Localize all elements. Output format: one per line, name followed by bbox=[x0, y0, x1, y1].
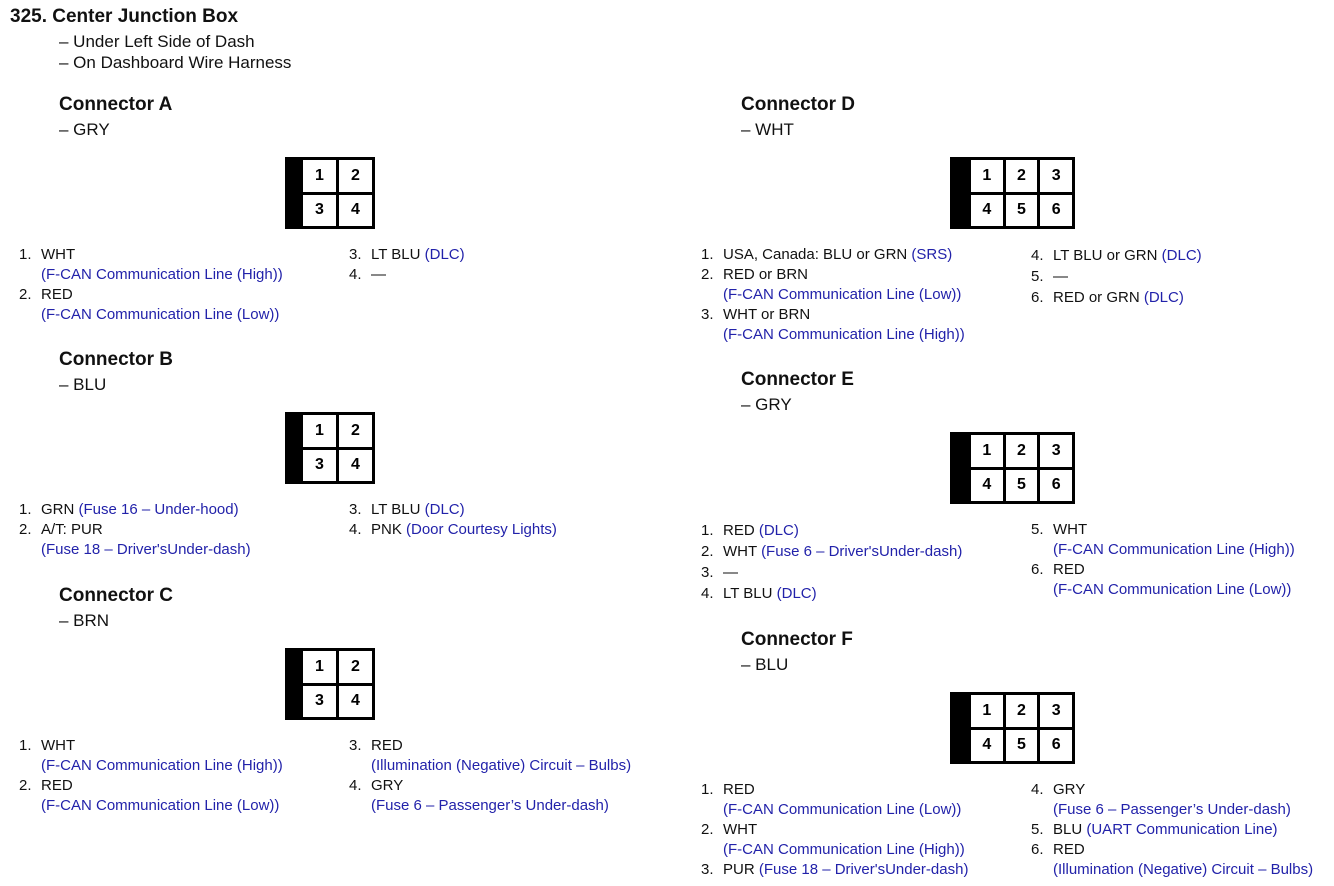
pin-4: 4 bbox=[339, 685, 372, 717]
connector-d-color: – WHT bbox=[741, 120, 794, 139]
pin-3: 3 bbox=[303, 685, 336, 717]
pin-4: 4 bbox=[971, 729, 1003, 761]
pin-entry: 4.LT BLU or GRN (DLC) bbox=[1031, 247, 1202, 264]
page-title: 325. Center Junction Box bbox=[10, 6, 239, 27]
pin-entry: 1.WHT(F-CAN Communication Line (High)) bbox=[19, 737, 283, 774]
pin-2: 2 bbox=[1005, 160, 1038, 192]
connector-c-title: Connector C bbox=[59, 585, 173, 606]
connector-f-pins: 1 2 3 4 5 6 bbox=[971, 695, 1072, 761]
pin-entry: 3.LT BLU (DLC) bbox=[349, 501, 465, 518]
connector-a-pins: 1 2 3 4 bbox=[303, 160, 372, 226]
connector-c-list-1: 1.WHT(F-CAN Communication Line (High)) 2… bbox=[19, 736, 283, 816]
pin-1: 1 bbox=[303, 415, 336, 447]
pin-entry: 3.WHT or BRN(F-CAN Communication Line (H… bbox=[701, 306, 965, 343]
connector-b-list-1: 1.GRN (Fuse 16 – Under-hood) 2.A/T: PUR(… bbox=[19, 500, 251, 560]
connector-e-pins: 1 2 3 4 5 6 bbox=[971, 435, 1072, 501]
pin-entry: 1.RED (DLC) bbox=[701, 522, 799, 539]
pin-entry: 6.RED(Illumination (Negative) Circuit – … bbox=[1031, 841, 1314, 878]
connector-b-list-2: 3.LT BLU (DLC) 4.PNK (Door Courtesy Ligh… bbox=[349, 500, 557, 540]
connector-f-list-2: 4.GRY(Fuse 6 – Passenger’s Under-dash) 5… bbox=[1031, 780, 1313, 880]
connector-b-diagram: 1 2 3 4 bbox=[285, 412, 375, 484]
pin-4: 4 bbox=[339, 449, 372, 481]
pin-1: 1 bbox=[971, 160, 1003, 192]
pin-2: 2 bbox=[339, 160, 372, 192]
connector-f-diagram: 1 2 3 4 5 6 bbox=[950, 692, 1075, 764]
connector-d-list-1: 1.USA, Canada: BLU or GRN (SRS) 2.RED or… bbox=[701, 245, 965, 345]
pin-entry: 4.GRY(Fuse 6 – Passenger’s Under-dash) bbox=[1031, 781, 1291, 818]
connector-f-list-1: 1.RED(F-CAN Communication Line (Low)) 2.… bbox=[701, 780, 968, 880]
pin-entry: 4.LT BLU (DLC) bbox=[701, 585, 817, 602]
pin-entry: 6.RED(F-CAN Communication Line (Low)) bbox=[1031, 561, 1292, 598]
connector-c-diagram: 1 2 3 4 bbox=[285, 648, 375, 720]
pin-2: 2 bbox=[1005, 435, 1038, 467]
connector-b-title: Connector B bbox=[59, 349, 173, 370]
pin-entry: 1.USA, Canada: BLU or GRN (SRS) bbox=[701, 246, 953, 263]
connector-e-diagram: 1 2 3 4 5 6 bbox=[950, 432, 1075, 504]
pin-entry: 2.RED(F-CAN Communication Line (Low)) bbox=[19, 777, 280, 814]
pin-5: 5 bbox=[1005, 729, 1038, 761]
pin-entry: 4.PNK (Door Courtesy Lights) bbox=[349, 521, 557, 538]
pin-3: 3 bbox=[1040, 695, 1072, 727]
pin-6: 6 bbox=[1040, 729, 1072, 761]
pin-entry: 4.GRY(Fuse 6 – Passenger’s Under-dash) bbox=[349, 777, 609, 814]
pin-1: 1 bbox=[971, 435, 1003, 467]
pin-entry: 2.RED(F-CAN Communication Line (Low)) bbox=[19, 286, 280, 323]
pin-4: 4 bbox=[339, 194, 372, 226]
connector-f-color: – BLU bbox=[741, 655, 789, 674]
pin-entry: 2.WHT(F-CAN Communication Line (High)) bbox=[701, 821, 965, 858]
pin-entry: 6.RED or GRN (DLC) bbox=[1031, 289, 1184, 306]
pin-5: 5 bbox=[1005, 194, 1038, 226]
pin-entry: 5.— bbox=[1031, 268, 1068, 285]
pin-entry: 3.RED(Illumination (Negative) Circuit – … bbox=[349, 737, 632, 774]
pin-entry: 5.BLU (UART Communication Line) bbox=[1031, 821, 1278, 838]
connector-a-list-1: 1.WHT(F-CAN Communication Line (High)) 2… bbox=[19, 245, 283, 325]
pin-entry: 2.A/T: PUR(Fuse 18 – Driver'sUnder-dash) bbox=[19, 521, 251, 558]
connector-d-diagram: 1 2 3 4 5 6 bbox=[950, 157, 1075, 229]
connector-d-list-2: 4.LT BLU or GRN (DLC) 5.— 6.RED or GRN (… bbox=[1031, 245, 1202, 308]
pin-3: 3 bbox=[303, 449, 336, 481]
pin-3: 3 bbox=[1040, 435, 1072, 467]
connector-c-list-2: 3.RED(Illumination (Negative) Circuit – … bbox=[349, 736, 631, 816]
pin-entry: 3.PUR (Fuse 18 – Driver'sUnder-dash) bbox=[701, 861, 969, 878]
connector-a-list-2: 3.LT BLU (DLC) 4.— bbox=[349, 245, 465, 285]
pin-1: 1 bbox=[303, 160, 336, 192]
pin-entry: 1.RED(F-CAN Communication Line (Low)) bbox=[701, 781, 962, 818]
connector-b-pins: 1 2 3 4 bbox=[303, 415, 372, 481]
connector-a-color: – GRY bbox=[59, 120, 110, 139]
connector-e-list-1: 1.RED (DLC) 2.WHT (Fuse 6 – Driver'sUnde… bbox=[701, 520, 962, 604]
connector-e-color: – GRY bbox=[741, 395, 792, 414]
location-line-1: – Under Left Side of Dash bbox=[59, 32, 255, 51]
pin-2: 2 bbox=[339, 415, 372, 447]
pin-entry: 1.GRN (Fuse 16 – Under-hood) bbox=[19, 501, 239, 518]
connector-d-title: Connector D bbox=[741, 94, 855, 115]
pin-6: 6 bbox=[1040, 194, 1072, 226]
pin-3: 3 bbox=[1040, 160, 1072, 192]
connector-b-color: – BLU bbox=[59, 375, 107, 394]
connector-e-list-2: 5.WHT(F-CAN Communication Line (High)) 6… bbox=[1031, 520, 1295, 600]
pin-3: 3 bbox=[303, 194, 336, 226]
pin-2: 2 bbox=[1005, 695, 1038, 727]
pin-entry: 4.— bbox=[349, 266, 386, 283]
pin-4: 4 bbox=[971, 194, 1003, 226]
connector-f-title: Connector F bbox=[741, 629, 853, 650]
pin-1: 1 bbox=[303, 651, 336, 683]
pin-entry: 2.RED or BRN(F-CAN Communication Line (L… bbox=[701, 266, 962, 303]
pin-6: 6 bbox=[1040, 469, 1072, 501]
pin-entry: 3.LT BLU (DLC) bbox=[349, 246, 465, 263]
pin-4: 4 bbox=[971, 469, 1003, 501]
pin-2: 2 bbox=[339, 651, 372, 683]
pin-entry: 3.— bbox=[701, 564, 738, 581]
pin-1: 1 bbox=[971, 695, 1003, 727]
location-line-2: – On Dashboard Wire Harness bbox=[59, 53, 292, 72]
connector-c-color: – BRN bbox=[59, 611, 110, 630]
pin-entry: 1.WHT(F-CAN Communication Line (High)) bbox=[19, 246, 283, 283]
connector-d-pins: 1 2 3 4 5 6 bbox=[971, 160, 1072, 226]
pin-entry: 5.WHT(F-CAN Communication Line (High)) bbox=[1031, 521, 1295, 558]
connector-a-diagram: 1 2 3 4 bbox=[285, 157, 375, 229]
pin-entry: 2.WHT (Fuse 6 – Driver'sUnder-dash) bbox=[701, 543, 963, 560]
pin-5: 5 bbox=[1005, 469, 1038, 501]
connector-e-title: Connector E bbox=[741, 369, 854, 390]
connector-a-title: Connector A bbox=[59, 94, 173, 115]
connector-c-pins: 1 2 3 4 bbox=[303, 651, 372, 717]
